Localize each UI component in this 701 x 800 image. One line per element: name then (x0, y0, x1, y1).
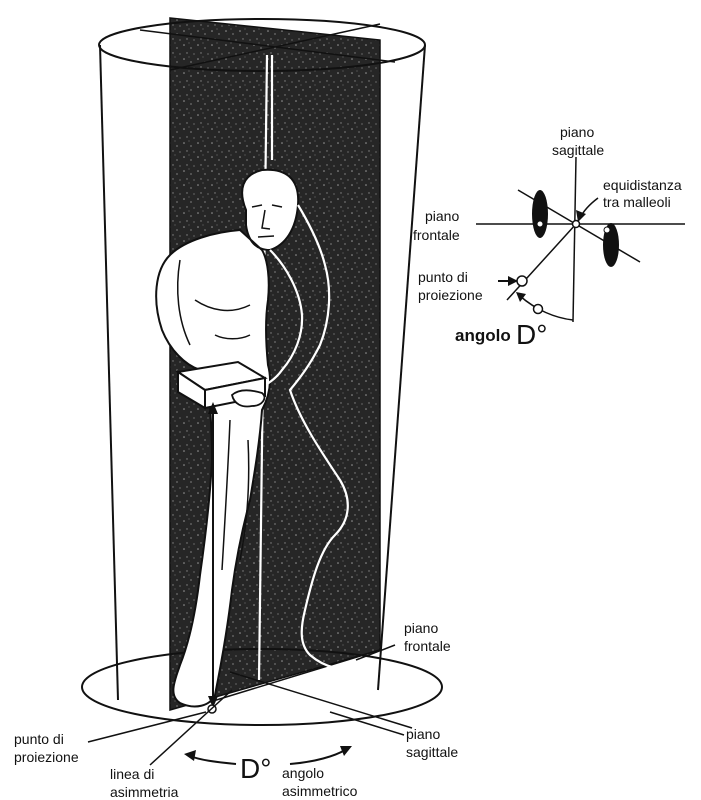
inset-sagittal-label: piano (560, 124, 594, 140)
inset-angle-symbol: D° (516, 319, 547, 350)
inset-projection-label: punto di (418, 269, 468, 285)
main-asym-angle-label: angolo (282, 765, 324, 781)
inset-projection-label-2: proiezione (418, 287, 483, 303)
main-asymmetry-label: linea di (110, 766, 154, 782)
main-frontal-label-2: frontale (404, 638, 451, 654)
cylinder-right-edge (378, 45, 425, 690)
main-asym-angle-label-2: asimmetrico (282, 783, 358, 799)
inset-frontal-label-2: frontale (413, 227, 460, 243)
main-sagittal-label: piano (406, 726, 440, 742)
left-foot-icon (532, 190, 548, 238)
inset-sagittal-label-2: sagittale (552, 142, 604, 158)
main-sagittal-label-2: sagittale (406, 744, 458, 760)
bottom-sagittal-line (230, 672, 412, 728)
inset-equidistance-label-2: tra malleoli (603, 194, 671, 210)
main-asymmetry-label-2: asimmetria (110, 784, 179, 800)
main-projection-label-2: proiezione (14, 749, 79, 765)
cylinder-left-edge (100, 45, 118, 700)
main-frontal-label: piano (404, 620, 438, 636)
inset-angle-word: angolo (455, 326, 511, 345)
inset-equidistance-label: equidistanza (603, 177, 682, 193)
inset-frontal-label: piano (425, 208, 459, 224)
main-angle-symbol: D° (240, 753, 271, 784)
inset-center-point (573, 221, 580, 228)
inset-sagittal-axis (573, 157, 576, 322)
main-projection-label: punto di (14, 731, 64, 747)
inset-projection-point (517, 276, 527, 286)
